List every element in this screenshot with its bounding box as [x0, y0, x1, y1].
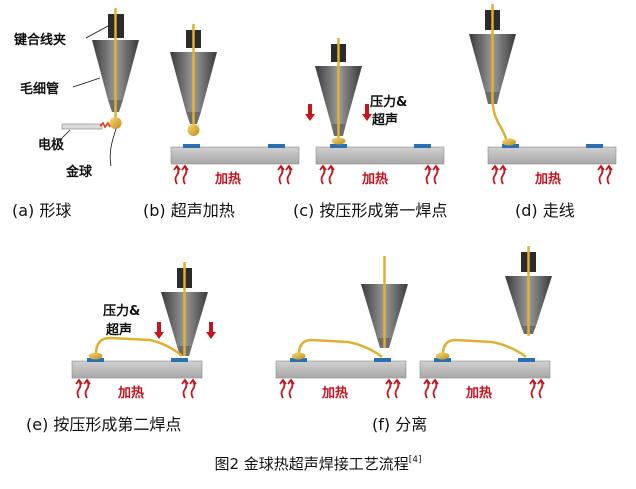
label-pressure-2: 超声 — [372, 112, 398, 128]
label-heating-f1: 加热 — [321, 385, 348, 401]
label-electrode: 电极 — [38, 137, 65, 153]
gold-wire — [491, 4, 509, 142]
heat-arrow-icon — [529, 378, 537, 399]
pressure-arrow-icon — [206, 322, 216, 339]
caption-f: (f) 分离 — [372, 415, 427, 434]
substrate — [170, 146, 300, 165]
heat-arrow-icon — [423, 378, 431, 399]
caption-b: (b) 超声加热 — [143, 201, 235, 220]
label-pressure-e2: 超声 — [106, 322, 132, 338]
bond-pad — [434, 358, 451, 362]
label-heating-d: 加热 — [534, 171, 561, 187]
heat-arrow-icon — [605, 164, 613, 185]
figure-ref: [4] — [409, 455, 422, 465]
step-f-illustration-1 — [275, 256, 408, 379]
label-capillary: 毛细管 — [20, 81, 59, 97]
heat-arrow-icon — [537, 378, 545, 399]
heat-arrow-icon — [287, 378, 295, 399]
gold-wire-loop — [441, 338, 527, 358]
gold-ball — [109, 117, 122, 129]
bond-pad — [502, 144, 519, 148]
bond-pad — [183, 144, 200, 148]
substrate — [419, 360, 551, 379]
step-f-illustration-2 — [419, 246, 552, 379]
label-heating-e: 加热 — [117, 385, 144, 401]
label-heating-f2: 加热 — [465, 385, 492, 401]
step-d-illustration — [469, 4, 617, 165]
pressure-arrow-icon — [305, 104, 315, 121]
bond-pad — [586, 144, 603, 148]
heating-row-2 — [75, 378, 545, 399]
label-pressure-e1: 压力& — [103, 303, 140, 319]
heat-arrow-icon — [393, 378, 401, 399]
substrate — [315, 146, 445, 165]
pressure-arrow-icon — [362, 104, 372, 121]
substrate — [487, 146, 617, 165]
heat-arrow-icon — [499, 164, 507, 185]
heat-arrow-icon — [327, 164, 335, 185]
heat-arrow-icon — [319, 164, 327, 185]
figure-title-text: 图2 金球热超声焊接工艺流程 — [214, 455, 408, 473]
flattened-gold-ball — [502, 138, 516, 146]
bond-pad — [171, 358, 188, 362]
step-a-illustration: 键合线夹 毛细管 电极 金球 — [13, 8, 139, 180]
heat-arrow-icon — [181, 378, 189, 399]
heat-arrow-icon — [277, 164, 285, 185]
step-b-illustration — [170, 24, 300, 165]
caption-d: (d) 走线 — [515, 201, 575, 220]
pressure-arrow-icon — [154, 322, 164, 339]
heat-arrow-icon — [431, 378, 439, 399]
label-gold-ball: 金球 — [65, 164, 93, 180]
heat-arrow-icon — [83, 378, 91, 399]
bond-pad — [268, 144, 285, 148]
heat-arrow-icon — [424, 164, 432, 185]
heat-arrow-icon — [189, 378, 197, 399]
bond-pad — [290, 358, 307, 362]
gold-ball — [187, 124, 200, 136]
step-e-illustration: 压力& 超声 — [71, 262, 216, 379]
bond-pad — [374, 358, 391, 362]
heat-arrow-icon — [285, 164, 293, 185]
spark-icon — [99, 121, 111, 129]
label-heating-c: 加热 — [361, 171, 388, 187]
flattened-gold-ball — [331, 137, 346, 145]
label-pressure-1: 压力& — [370, 94, 407, 110]
heat-arrow-icon — [279, 378, 287, 399]
heat-arrow-icon — [385, 378, 393, 399]
heat-arrow-icon — [597, 164, 605, 185]
bond-pad — [518, 358, 535, 362]
step-c-illustration: 压力& 超声 — [305, 38, 445, 165]
heat-arrow-icon — [75, 378, 83, 399]
electrode — [61, 123, 103, 130]
heat-arrow-icon — [432, 164, 440, 185]
label-heating-b: 加热 — [214, 171, 241, 187]
heating-row-1 — [173, 164, 613, 185]
caption-a: (a) 形球 — [12, 201, 71, 220]
gold-wire-loop — [94, 336, 183, 357]
bond-pad — [87, 358, 104, 362]
gold-wire-loop — [297, 338, 383, 358]
heat-arrow-icon — [491, 164, 499, 185]
label-clamp: 键合线夹 — [13, 32, 66, 48]
bond-pad — [414, 144, 431, 148]
flattened-gold-ball — [88, 352, 103, 360]
figure-title: 图2 金球热超声焊接工艺流程[4] — [214, 455, 421, 473]
flattened-gold-ball — [435, 352, 450, 360]
heat-arrow-icon — [181, 164, 189, 185]
heat-arrow-icon — [173, 164, 181, 185]
caption-e: (e) 按压形成第二焊点 — [26, 415, 181, 434]
bond-pad — [330, 144, 347, 148]
caption-c: (c) 按压形成第一焊点 — [293, 201, 447, 220]
substrate — [275, 360, 407, 379]
flattened-gold-ball — [291, 352, 306, 360]
substrate — [71, 360, 203, 379]
